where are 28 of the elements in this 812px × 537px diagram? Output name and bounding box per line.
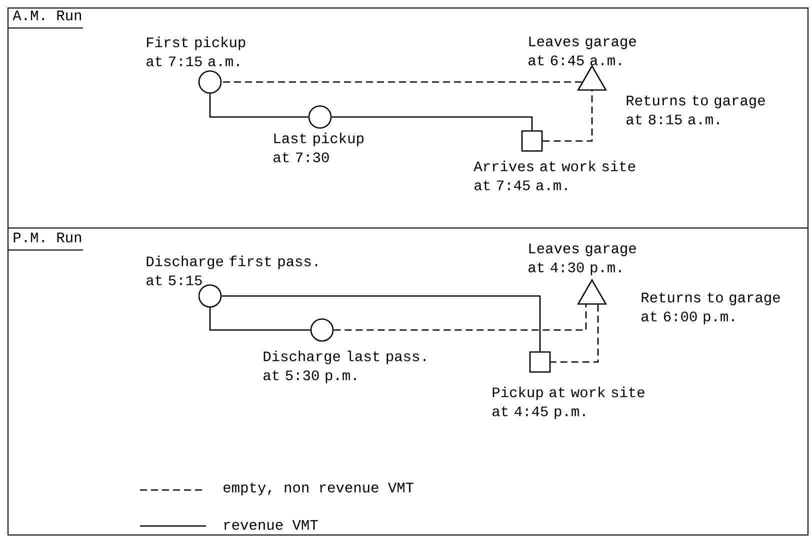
stop-label: Discharge last pass. at 5:30 p.m. — [264, 350, 426, 384]
work-site-square — [529, 351, 551, 373]
stop-circle — [198, 70, 222, 94]
route-line — [550, 304, 599, 363]
stop-label: Discharge first pass. at 5:15 — [146, 256, 318, 286]
stop-label: Arrives at work site at 7:45 a.m. — [474, 160, 636, 190]
section-heading: A.M. Run — [12, 10, 81, 20]
route-line — [222, 81, 582, 83]
stop-circle — [198, 284, 222, 308]
stop-label: Returns to garage at 6:00 p.m. — [642, 292, 780, 324]
stop-circle — [310, 318, 334, 342]
route-line — [209, 308, 310, 331]
work-site-square — [521, 130, 543, 152]
stop-label: Pickup at work site at 4:45 p.m. — [492, 386, 644, 420]
stop-label: Last pickup at 7:30 — [274, 132, 364, 162]
route-line — [209, 94, 308, 118]
route-line — [332, 116, 533, 130]
stop-circle — [308, 105, 332, 129]
route-line — [222, 295, 541, 352]
stop-label: First pickup at 7:15 a.m. — [146, 36, 246, 66]
stop-label: Leaves garage at 4:30 p.m. — [528, 244, 636, 276]
route-line — [334, 304, 587, 331]
stop-label: Returns to garage at 8:15 a.m. — [626, 96, 765, 124]
section-heading: P.M. Run — [14, 232, 81, 242]
legend-text: empty, non revenue VMT — [224, 482, 414, 496]
route-line — [542, 90, 593, 142]
stop-label: Leaves garage at 6:45 a.m. — [528, 36, 636, 66]
legend-text: revenue VMT — [224, 520, 318, 530]
